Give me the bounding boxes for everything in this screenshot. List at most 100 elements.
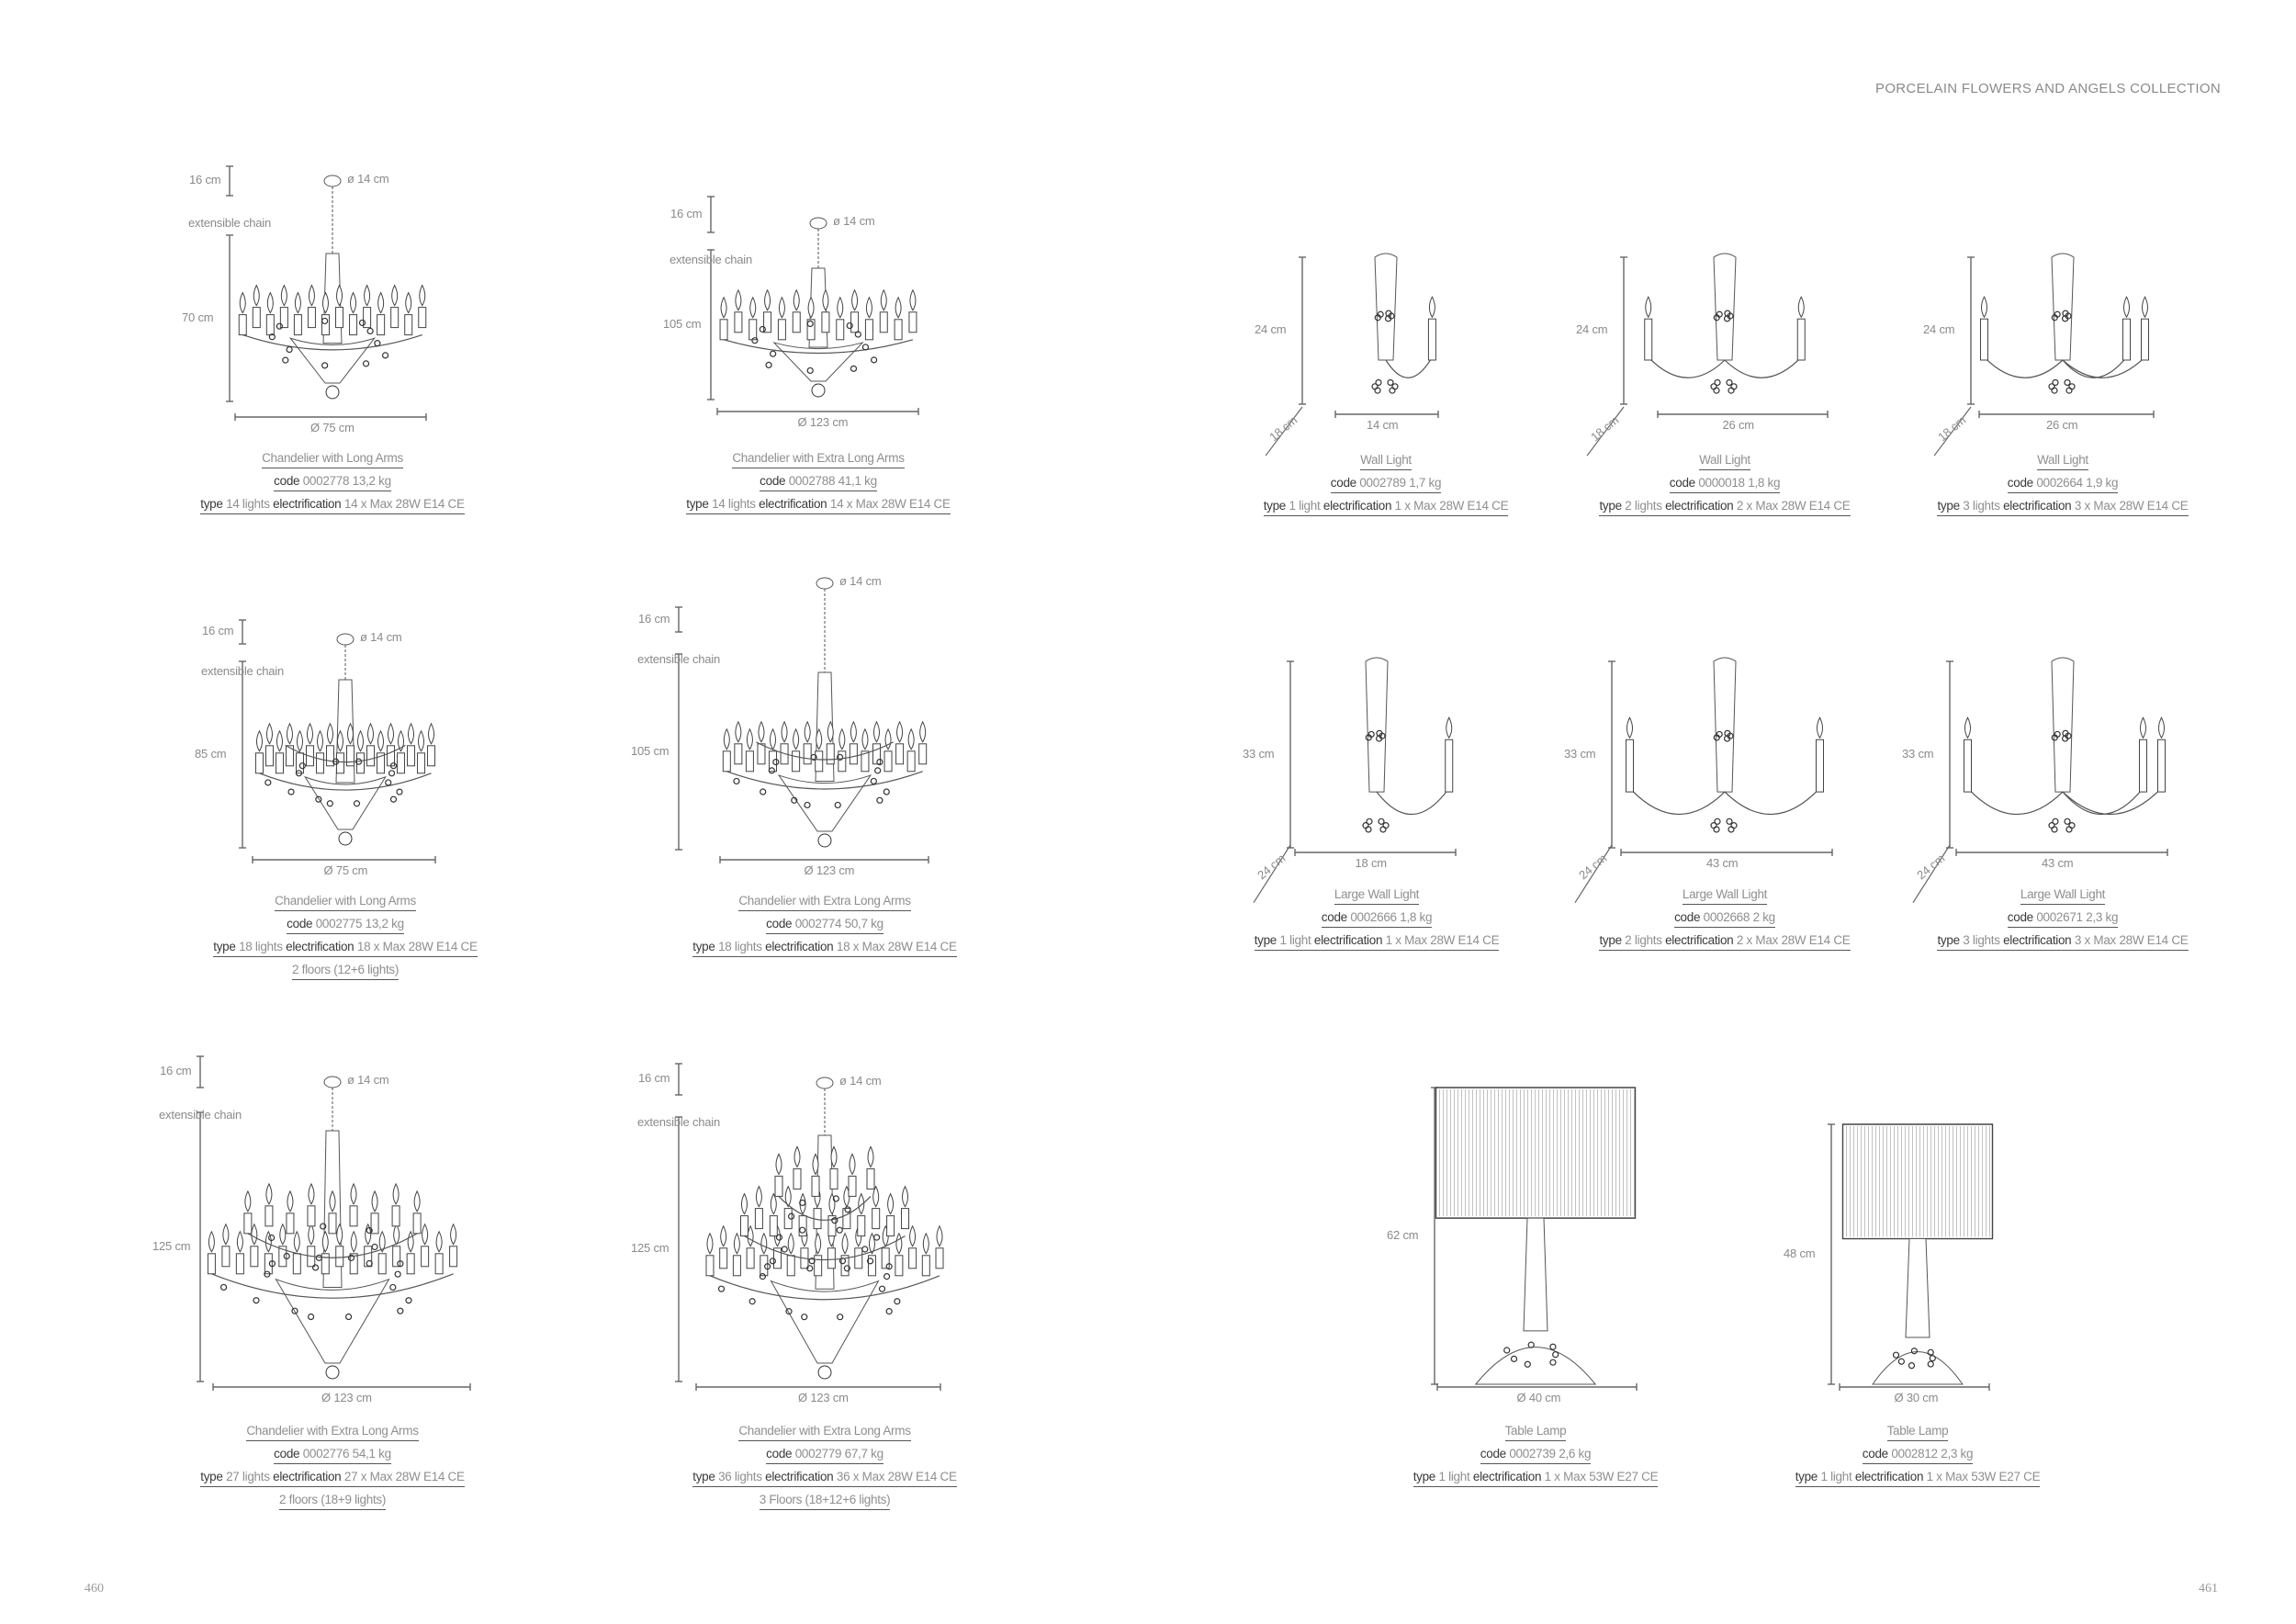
product-weight: 54,1 kg [352,1447,391,1460]
product-code: 0002671 [2036,910,2083,924]
product-type: 3 lights [1963,499,2000,513]
product-code-line: code 0002789 1,7 kg [1330,476,1442,493]
product-type: 14 lights [712,497,756,511]
product-spec-line: type 18 lights electrification 18 x Max … [213,940,478,957]
product-code: 0000018 [1698,476,1745,490]
electrification-label: electrification [1665,933,1734,947]
product-floors: 2 floors (18+9 lights) [278,1493,387,1510]
code-label: code [766,917,793,930]
product-name: Chandelier with Extra Long Arms [246,1424,419,1441]
product-code: 0002666 [1350,910,1397,924]
product-code: 0002812 [1891,1447,1938,1460]
extensible-chain-label: extensible chain [201,664,285,678]
chain-dimension: 16 cm [160,1064,192,1077]
product-name-text: Chandelier with Long Arms [275,894,416,908]
product-code: 0002774 [794,917,842,930]
height-dimension: 24 cm [1576,322,1608,336]
product-code-line: code 0002739 2,6 kg [1480,1447,1592,1464]
width-dimension: Ø 123 cm [804,863,855,877]
product-electrification: 2 x Max 28W E14 CE [1736,499,1851,513]
product-name: Wall Light [1699,453,1750,470]
product-code: 0002779 [794,1447,842,1460]
product-name-text: Wall Light [1699,453,1750,467]
product-drawing-wall [1265,253,1439,457]
canopy-diameter: ø 14 cm [833,214,875,228]
product-drawing-wall [1912,657,2168,903]
product-name: Wall Light [1360,453,1412,470]
type-label: type [686,497,709,511]
chain-dimension: 16 cm [638,1071,670,1085]
product-floors: 3 Floors (18+12+6 lights) [759,1493,891,1510]
product-electrification: 1 x Max 53W E27 CE [1544,1470,1659,1483]
product-spec-line: type 3 lights electrification 3 x Max 28… [1937,499,2189,516]
product-spec-line: type 1 light electrification 1 x Max 53W… [1795,1470,2041,1487]
product-electrification: 3 x Max 28W E14 CE [2074,499,2189,513]
product-code-line: code 0002812 2,3 kg [1862,1447,1974,1464]
code-label: code [2007,910,2033,924]
height-dimension: 24 cm [1923,322,1955,336]
code-label: code [1480,1447,1506,1460]
type-label: type [1599,933,1622,947]
product-weight: 1,8 kg [1748,476,1781,490]
product-electrification: 27 x Max 28W E14 CE [343,1470,465,1483]
product-spec-line: type 1 light electrification 1 x Max 28W… [1263,499,1509,516]
product-type: 2 lights [1625,499,1662,513]
product-name: Chandelier with Extra Long Arms [738,894,911,911]
code-label: code [274,474,300,488]
product-name-text: Wall Light [1360,453,1412,467]
product-name: Chandelier with Long Arms [262,451,403,468]
extensible-chain-label: extensible chain [637,652,721,666]
electrification-label: electrification [765,940,834,953]
code-label: code [1669,476,1695,490]
product-electrification: 36 x Max 28W E14 CE [836,1470,957,1483]
product-electrification: 14 x Max 28W E14 CE [829,497,951,511]
product-caption: Chandelier with Extra Long Arms code 0002… [549,894,1100,963]
height-dimension: 125 cm [631,1241,670,1255]
chain-dimension: 16 cm [202,624,234,637]
width-dimension: 43 cm [2042,856,2074,870]
code-label: code [1321,910,1347,924]
collection-title: PORCELAIN FLOWERS AND ANGELS COLLECTION [1875,81,2221,96]
product-weight: 13,2 kg [352,474,391,488]
type-label: type [1254,933,1277,947]
canopy-diameter: ø 14 cm [347,1073,389,1087]
extensible-chain-label: extensible chain [670,253,753,266]
width-dimension: Ø 123 cm [798,1391,849,1404]
code-label: code [287,917,313,930]
product-electrification: 18 x Max 28W E14 CE [836,940,957,953]
product-code-line: code 0002668 2 kg [1674,910,1775,928]
product-electrification: 2 x Max 28W E14 CE [1736,933,1851,947]
product-drawing-wall [1586,253,1829,457]
code-label: code [2007,476,2033,490]
chain-dimension: 16 cm [638,611,670,626]
product-weight: 2,6 kg [1559,1447,1592,1460]
type-label: type [692,1470,715,1483]
product-name: Table Lamp [1504,1424,1567,1441]
height-dimension: 85 cm [195,746,227,761]
product-name: Large Wall Light [1334,887,1419,905]
height-dimension: 105 cm [663,316,702,331]
product-weight: 2,3 kg [1941,1447,1974,1460]
type-label: type [200,497,223,511]
product-floors-text: 2 floors (18+9 lights) [278,1493,387,1506]
product-name: Table Lamp [1886,1424,1949,1441]
width-dimension: Ø 75 cm [323,863,368,877]
product-type: 18 lights [718,940,762,953]
type-label: type [1937,933,1960,947]
height-dimension: 62 cm [1387,1227,1419,1242]
height-dimension: 105 cm [631,743,670,758]
product-weight: 1,9 kg [2086,476,2119,490]
product-electrification: 18 x Max 28W E14 CE [356,940,478,953]
electrification-label: electrification [2003,499,2072,513]
product-code-line: code 0002774 50,7 kg [766,917,884,934]
product-name: Large Wall Light [1682,887,1767,905]
product-spec-line: type 3 lights electrification 3 x Max 28… [1937,933,2189,951]
product-drawing-lamp [1828,1123,1994,1391]
product-name-text: Chandelier with Extra Long Arms [732,451,905,465]
product-caption: Large Wall Light code 0002668 2 kg type 2 … [1449,887,2000,956]
product-type: 1 light [1438,1470,1470,1483]
